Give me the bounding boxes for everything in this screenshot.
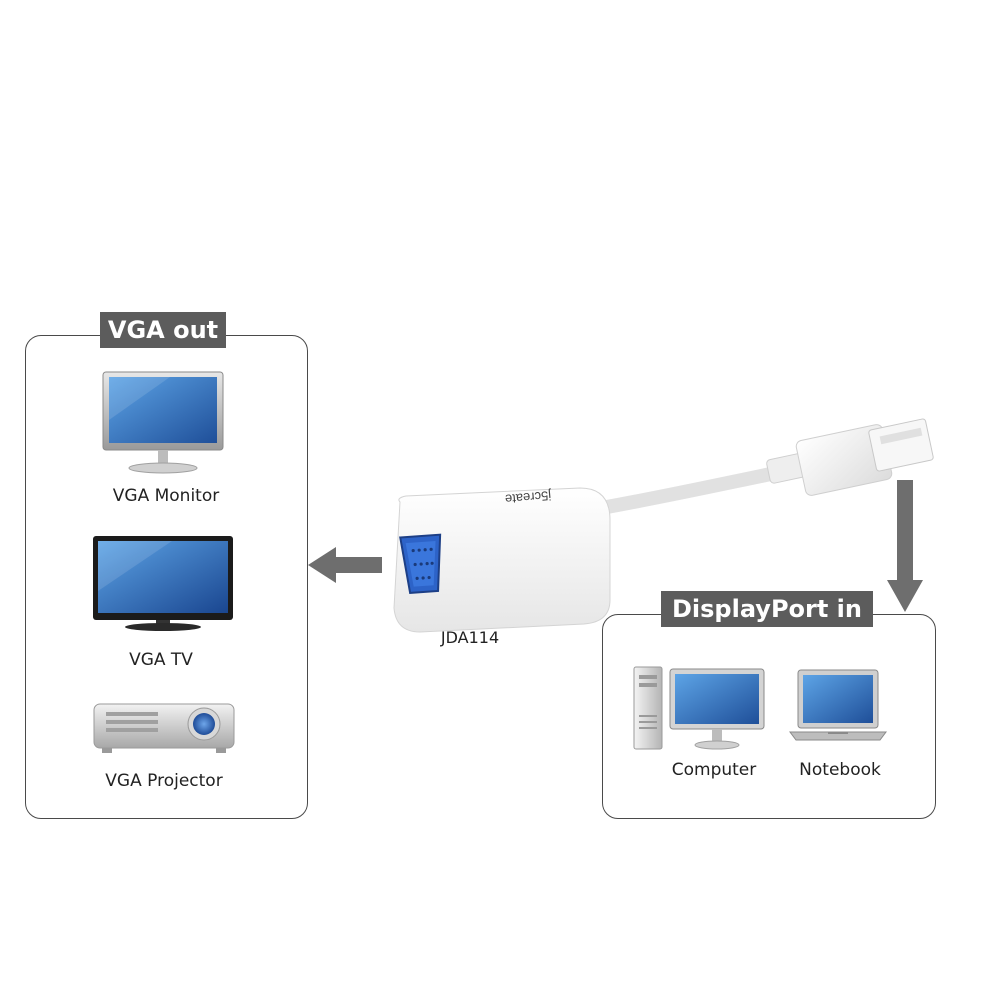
vga-tv-label: VGA TV [129,650,193,670]
adapter-model-label: JDA114 [440,628,500,647]
down-arrow-icon [887,480,923,612]
left-arrow-icon [308,547,382,583]
monitor-icon [102,371,224,474]
adapter-image [393,418,934,633]
vga-out-title: VGA out [100,312,226,348]
vga-monitor-label: VGA Monitor [112,486,220,506]
displayport-in-title: DisplayPort in [661,591,873,627]
vga-projector-label: VGA Projector [105,771,223,791]
notebook-icon [789,669,887,741]
computer-label: Computer [671,760,757,780]
projector-icon [93,703,235,753]
desktop-computer-icon [633,666,765,750]
notebook-label: Notebook [799,760,881,780]
tv-icon [93,536,233,631]
